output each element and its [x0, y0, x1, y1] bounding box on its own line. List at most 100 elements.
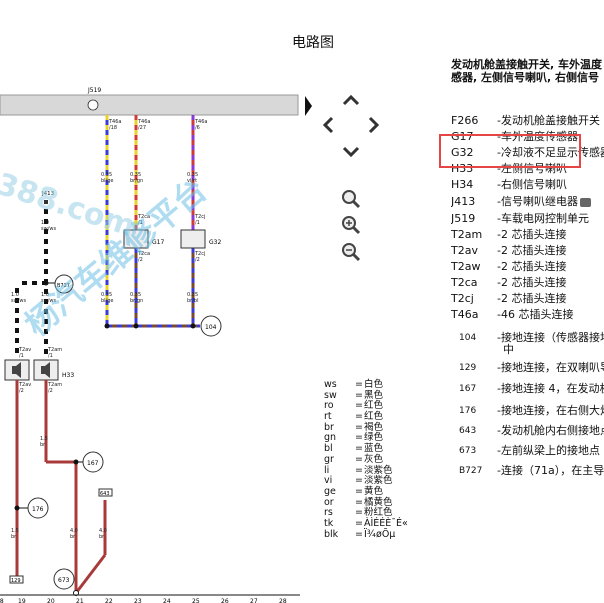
color-name: 黄色 — [364, 485, 384, 497]
zoom-out-button[interactable] — [339, 240, 363, 264]
junction-b727[interactable] — [54, 274, 74, 294]
color-name: 灰色 — [364, 453, 384, 465]
track-number: 19 — [18, 598, 26, 603]
j413-label: J413 — [41, 191, 55, 197]
wire-label: 1.0 sw/ws — [11, 292, 27, 304]
j519-ground-symbol — [87, 99, 99, 111]
legend-title-line-1: 发动机舱盖接触开关, 车外温度 — [451, 58, 603, 71]
junction-dot — [104, 323, 110, 329]
legend-code: T2ca — [451, 276, 478, 289]
track-number: 28 — [279, 598, 287, 603]
equals-sign: = — [355, 421, 363, 433]
pan-down-button[interactable] — [339, 140, 363, 164]
next-page-arrow-icon[interactable] — [305, 96, 312, 116]
magnifier-icon — [342, 190, 361, 209]
camera-icon[interactable] — [579, 197, 591, 207]
ground-point-176[interactable] — [27, 497, 49, 519]
legend-code: T2av — [451, 244, 478, 257]
wire-label: 1.5 br — [11, 528, 19, 540]
wire-label: 1.5 br — [40, 436, 48, 448]
color-abbr: blk — [324, 528, 339, 540]
legend-desc: -车载电网控制单元 — [497, 212, 589, 225]
legend-desc: -接地连接（传感器接地） — [497, 331, 604, 344]
color-name: 粉红色 — [364, 507, 393, 519]
equals-sign: = — [355, 464, 363, 476]
equals-sign: = — [355, 379, 363, 390]
g32-label: G32 — [209, 239, 221, 246]
equals-sign: = — [355, 443, 363, 455]
g32-sensor[interactable] — [180, 229, 206, 249]
legend-desc: -连接（71a），在主导线束中 — [497, 464, 604, 477]
wire-label: T46a /6 — [195, 119, 208, 131]
color-abbr: li — [324, 464, 330, 476]
j519-label: J519 — [87, 87, 101, 94]
color-abbr: ws — [324, 379, 337, 390]
junction-dot — [43, 280, 49, 286]
ground-104-label: 104 — [205, 324, 217, 331]
wire-label: T2cj /2 — [195, 251, 206, 263]
legend-desc: -车外温度传感器 — [497, 130, 578, 143]
legend-code: B727 — [459, 466, 483, 476]
track-number: 20 — [47, 598, 55, 603]
j519-unit-bar[interactable] — [0, 94, 299, 116]
wire-label: 0.35 bl/ge — [101, 292, 114, 304]
junction-dot — [133, 323, 139, 329]
ground-176-label: 176 — [32, 506, 44, 513]
color-name: 橘黄色 — [364, 496, 393, 508]
ground-point-167[interactable] — [82, 451, 104, 473]
color-abbr: bl — [324, 443, 333, 455]
pan-left-button[interactable] — [316, 113, 340, 137]
ground-point-104[interactable] — [200, 315, 222, 337]
legend-code: T46a — [451, 308, 479, 321]
wire-label: 0.35 br/bl — [187, 292, 199, 304]
j413-relay-marker[interactable] — [44, 200, 48, 204]
color-abbr: gn — [324, 432, 337, 444]
track-number: 21 — [76, 598, 84, 603]
g17-sensor[interactable] — [123, 229, 149, 249]
pan-up-button[interactable] — [339, 88, 363, 112]
legend-desc: -2 芯插头连接 — [497, 276, 567, 289]
legend-desc: -接地连接 4，在发动机舱导线束中 — [497, 382, 604, 395]
component-legend: 发动机舱盖接触开关, 车外温度 感器, 左侧信号喇叭, 右侧信号 F266-发动… — [451, 58, 604, 603]
track-number: 22 — [105, 598, 113, 603]
g17-label: G17 — [152, 239, 164, 246]
color-abbr: rs — [324, 507, 333, 519]
legend-desc: -2 芯插头连接 — [497, 228, 567, 241]
wire-label: 4.0 br — [70, 528, 78, 540]
wire-label: T46a /18 — [109, 119, 122, 131]
color-name: 黑色 — [364, 389, 384, 401]
zoom-fit-button[interactable] — [339, 187, 363, 211]
track-number: 27 — [250, 598, 258, 603]
color-name: 白色 — [364, 379, 384, 390]
track-number: 24 — [163, 598, 171, 603]
viewer-title: 电路图 — [292, 35, 334, 51]
legend-code: J519 — [451, 212, 476, 225]
ground-point-643[interactable] — [98, 488, 113, 497]
color-name: 红色 — [364, 400, 384, 412]
ground-point-673[interactable] — [53, 568, 75, 590]
ground-point-129[interactable] — [9, 575, 24, 584]
legend-desc: -左前纵梁上的接地点 — [497, 444, 600, 457]
wire-label: T2am /2 — [48, 382, 63, 394]
equals-sign: = — [355, 528, 363, 540]
speaker-icon — [41, 362, 50, 378]
track-number: 23 — [134, 598, 142, 603]
legend-code: T2cj — [451, 292, 474, 305]
color-abbr: br — [324, 421, 334, 433]
legend-code: 129 — [459, 363, 477, 373]
zoom-in-button[interactable] — [339, 213, 363, 237]
equals-sign: = — [355, 475, 363, 487]
pan-right-button[interactable] — [362, 113, 386, 137]
wire-label: T2am /1 — [48, 347, 63, 359]
equals-sign: = — [355, 411, 363, 423]
zoom-out-icon — [342, 243, 361, 262]
junction-dot — [14, 505, 20, 511]
wire-label: 0.35 br/gn — [130, 292, 144, 304]
ground-129-label: 129 — [11, 578, 21, 584]
legend-code: G32 — [451, 146, 474, 159]
legend-desc: -右侧信号喇叭 — [497, 178, 567, 191]
legend-code: 176 — [459, 406, 477, 416]
color-name: Ï¾øÕµ — [364, 528, 396, 540]
color-name: 淡紫色 — [364, 464, 393, 476]
legend-desc-cont: 中 — [503, 343, 514, 356]
